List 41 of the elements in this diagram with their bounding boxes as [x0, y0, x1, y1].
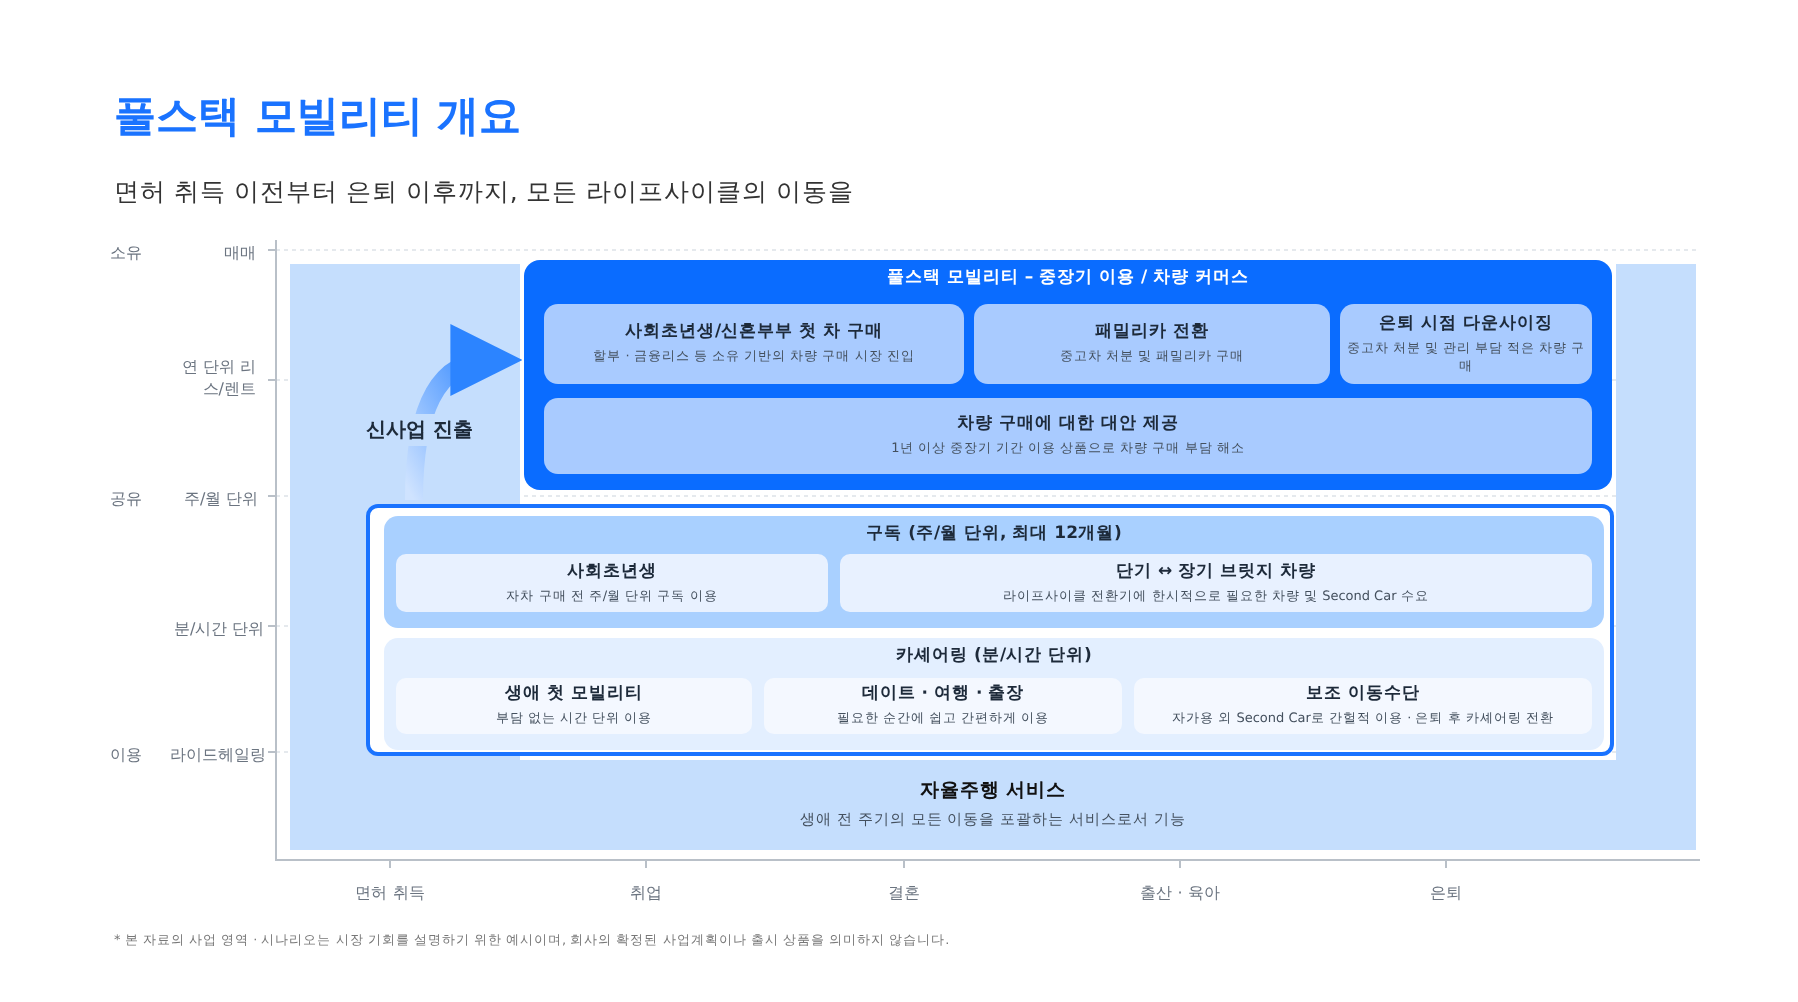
- tick-label: 매매: [224, 242, 256, 264]
- tick-label: 출산 · 육아: [1140, 882, 1220, 904]
- tick-label: 면허 취득: [355, 882, 425, 904]
- card-title: 사회초년생: [567, 561, 657, 584]
- service-card: [974, 304, 1330, 384]
- card-title: 생애 첫 모빌리티: [505, 684, 643, 707]
- card-title: 구독 (주/월 단위, 최대 12개월): [866, 524, 1122, 547]
- tick-label: 주/월 단위: [184, 488, 259, 510]
- card-title: 카셰어링 (분/시간 단위): [896, 646, 1092, 669]
- service-card: [396, 554, 828, 612]
- curved-arrow: [405, 327, 523, 501]
- axis-label: 소유: [110, 242, 142, 264]
- edge-label: 신사업 진출: [362, 414, 477, 446]
- card-title: 은퇴 시점 다운사이징: [1379, 314, 1553, 337]
- outline-box: [366, 504, 1614, 756]
- service-card: [544, 304, 964, 384]
- title: 풀스택 모빌리티 개요: [114, 90, 522, 144]
- tick-label: 결혼: [888, 882, 920, 904]
- service-band: [290, 760, 1696, 850]
- card-title: 패밀리카 전환: [1095, 322, 1209, 345]
- subtitle: 면허 취득 이전부터 은퇴 이후까지, 모든 라이프사이클의 이동을: [114, 176, 854, 210]
- axis-label: 이용: [110, 744, 142, 766]
- card-title: 자율주행 서비스: [919, 780, 1067, 806]
- tick-label: 취업: [630, 882, 662, 904]
- tick-label: 연 단위 리스/렌트: [179, 356, 256, 401]
- card-title: 단기 ↔ 장기 브릿지 차량: [1116, 561, 1316, 584]
- service-card: [840, 554, 1592, 612]
- service-card: [544, 398, 1592, 474]
- tick-label: 은퇴: [1430, 882, 1462, 904]
- card-title: 사회초년생/신혼부부 첫 차 구매: [625, 322, 883, 345]
- card-title: 보조 이동수단: [1306, 684, 1420, 707]
- category-panel: [524, 260, 1612, 490]
- card-title: 풀스택 모빌리티 – 중장기 이용 / 차량 커머스: [886, 268, 1250, 291]
- tick-label: 라이드헤일링: [170, 744, 266, 766]
- card-title: 차량 구매에 대한 대안 제공: [957, 414, 1179, 437]
- service-card: [1340, 304, 1592, 384]
- card-title: 데이트 · 여행 · 출장: [861, 684, 1025, 707]
- category-panel: [384, 516, 1604, 628]
- axis-label: 공유: [110, 488, 142, 510]
- category-panel: [384, 638, 1604, 750]
- tick-label: 분/시간 단위: [174, 618, 265, 640]
